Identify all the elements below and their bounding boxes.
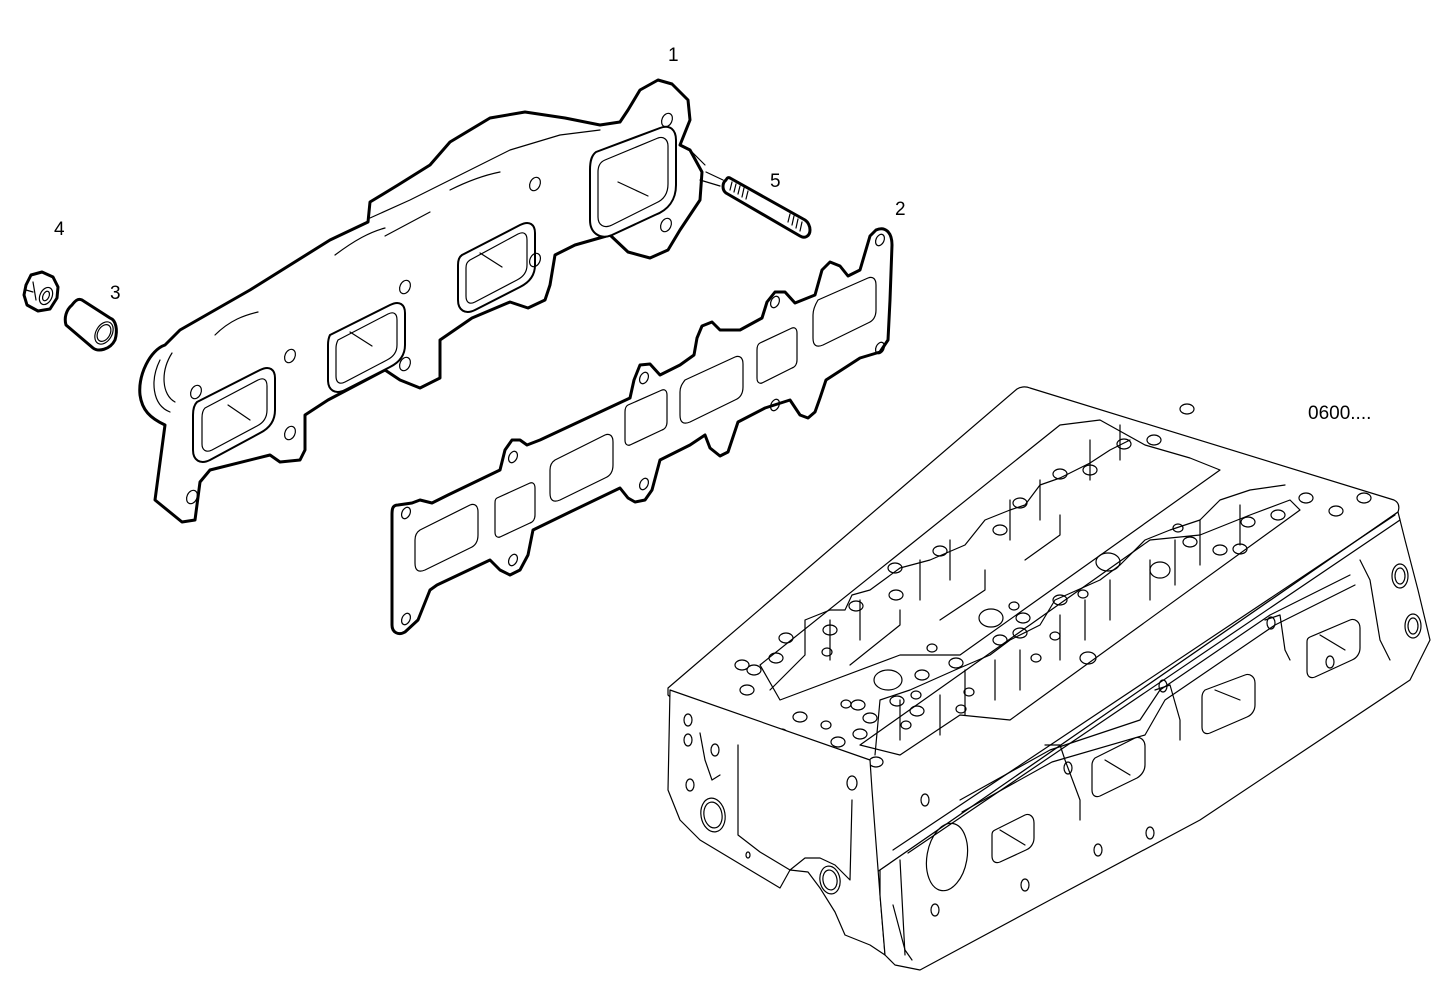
callout-5-stud[interactable]: 5 [770, 171, 781, 192]
callout-1-exhaust-manifold[interactable]: 1 [668, 45, 679, 66]
callout-2-manifold-gasket[interactable]: 2 [895, 199, 906, 220]
deck-holes [734, 403, 1372, 768]
callout-4-nut[interactable]: 4 [54, 219, 65, 240]
callout-3-spacer-sleeve[interactable]: 3 [110, 283, 121, 304]
reference-code-label: 0600.... [1308, 403, 1372, 424]
